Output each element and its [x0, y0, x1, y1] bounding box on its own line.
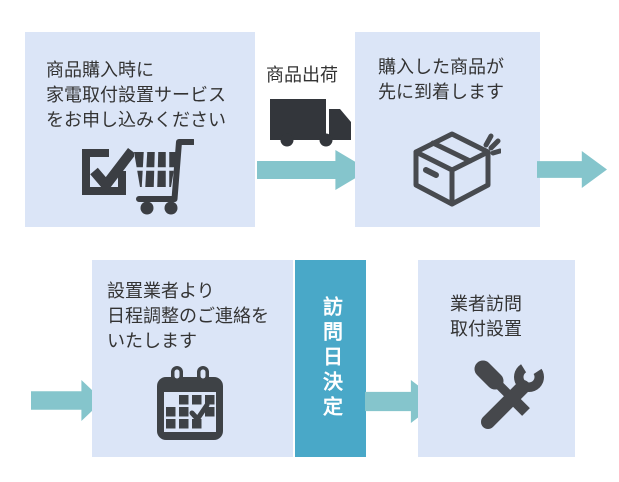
step-order-text: 商品購入時に 家電取付設置サービス をお申し込みください [46, 58, 226, 133]
step-contact-text-line: 日程調整のご連絡を [107, 306, 269, 326]
step-contact-text: 設置業者より 日程調整のご連絡を いたします [107, 279, 269, 354]
step-install-text-line: 業者訪問 [450, 294, 522, 314]
step-install-text-line: 取付設置 [450, 319, 522, 339]
step-order-text-line: をお申し込みください [46, 110, 226, 130]
visit-date-banner: 訪問日決定 [295, 260, 366, 457]
step-arrival-text-line: 先に到着します [378, 82, 504, 102]
step-arrival-panel: 購入した商品が 先に到着します [355, 32, 540, 227]
step-contact-text-line: いたします [107, 331, 197, 351]
shipment-label: 商品出荷 [266, 65, 338, 85]
step-order-text-line: 家電取付設置サービス [46, 85, 226, 105]
cart-icon [134, 139, 194, 215]
flow-arrow-icon [31, 380, 103, 421]
calendar-icon [157, 366, 223, 440]
tools-icon [474, 356, 548, 429]
flow-arrow-icon [537, 151, 607, 188]
flow-arrow-icon [257, 150, 369, 190]
step-arrival-text-line: 購入した商品が [378, 57, 504, 77]
step-order-panel: 商品購入時に 家電取付設置サービス をお申し込みください [25, 32, 255, 227]
step-install-panel: 業者訪問 取付設置 [418, 260, 575, 457]
package-icon [413, 131, 501, 207]
truck-icon [270, 99, 351, 147]
visit-date-label: 訪問日決定 [319, 296, 342, 421]
step-install-text: 業者訪問 取付設置 [450, 292, 522, 342]
step-arrival-text: 購入した商品が 先に到着します [378, 55, 504, 105]
step-order-text-line: 商品購入時に [46, 60, 154, 80]
step-contact-text-line: 設置業者より [107, 281, 215, 301]
step-contact-panel: 設置業者より 日程調整のご連絡を いたします [92, 260, 293, 457]
checkbox-icon [82, 147, 134, 195]
